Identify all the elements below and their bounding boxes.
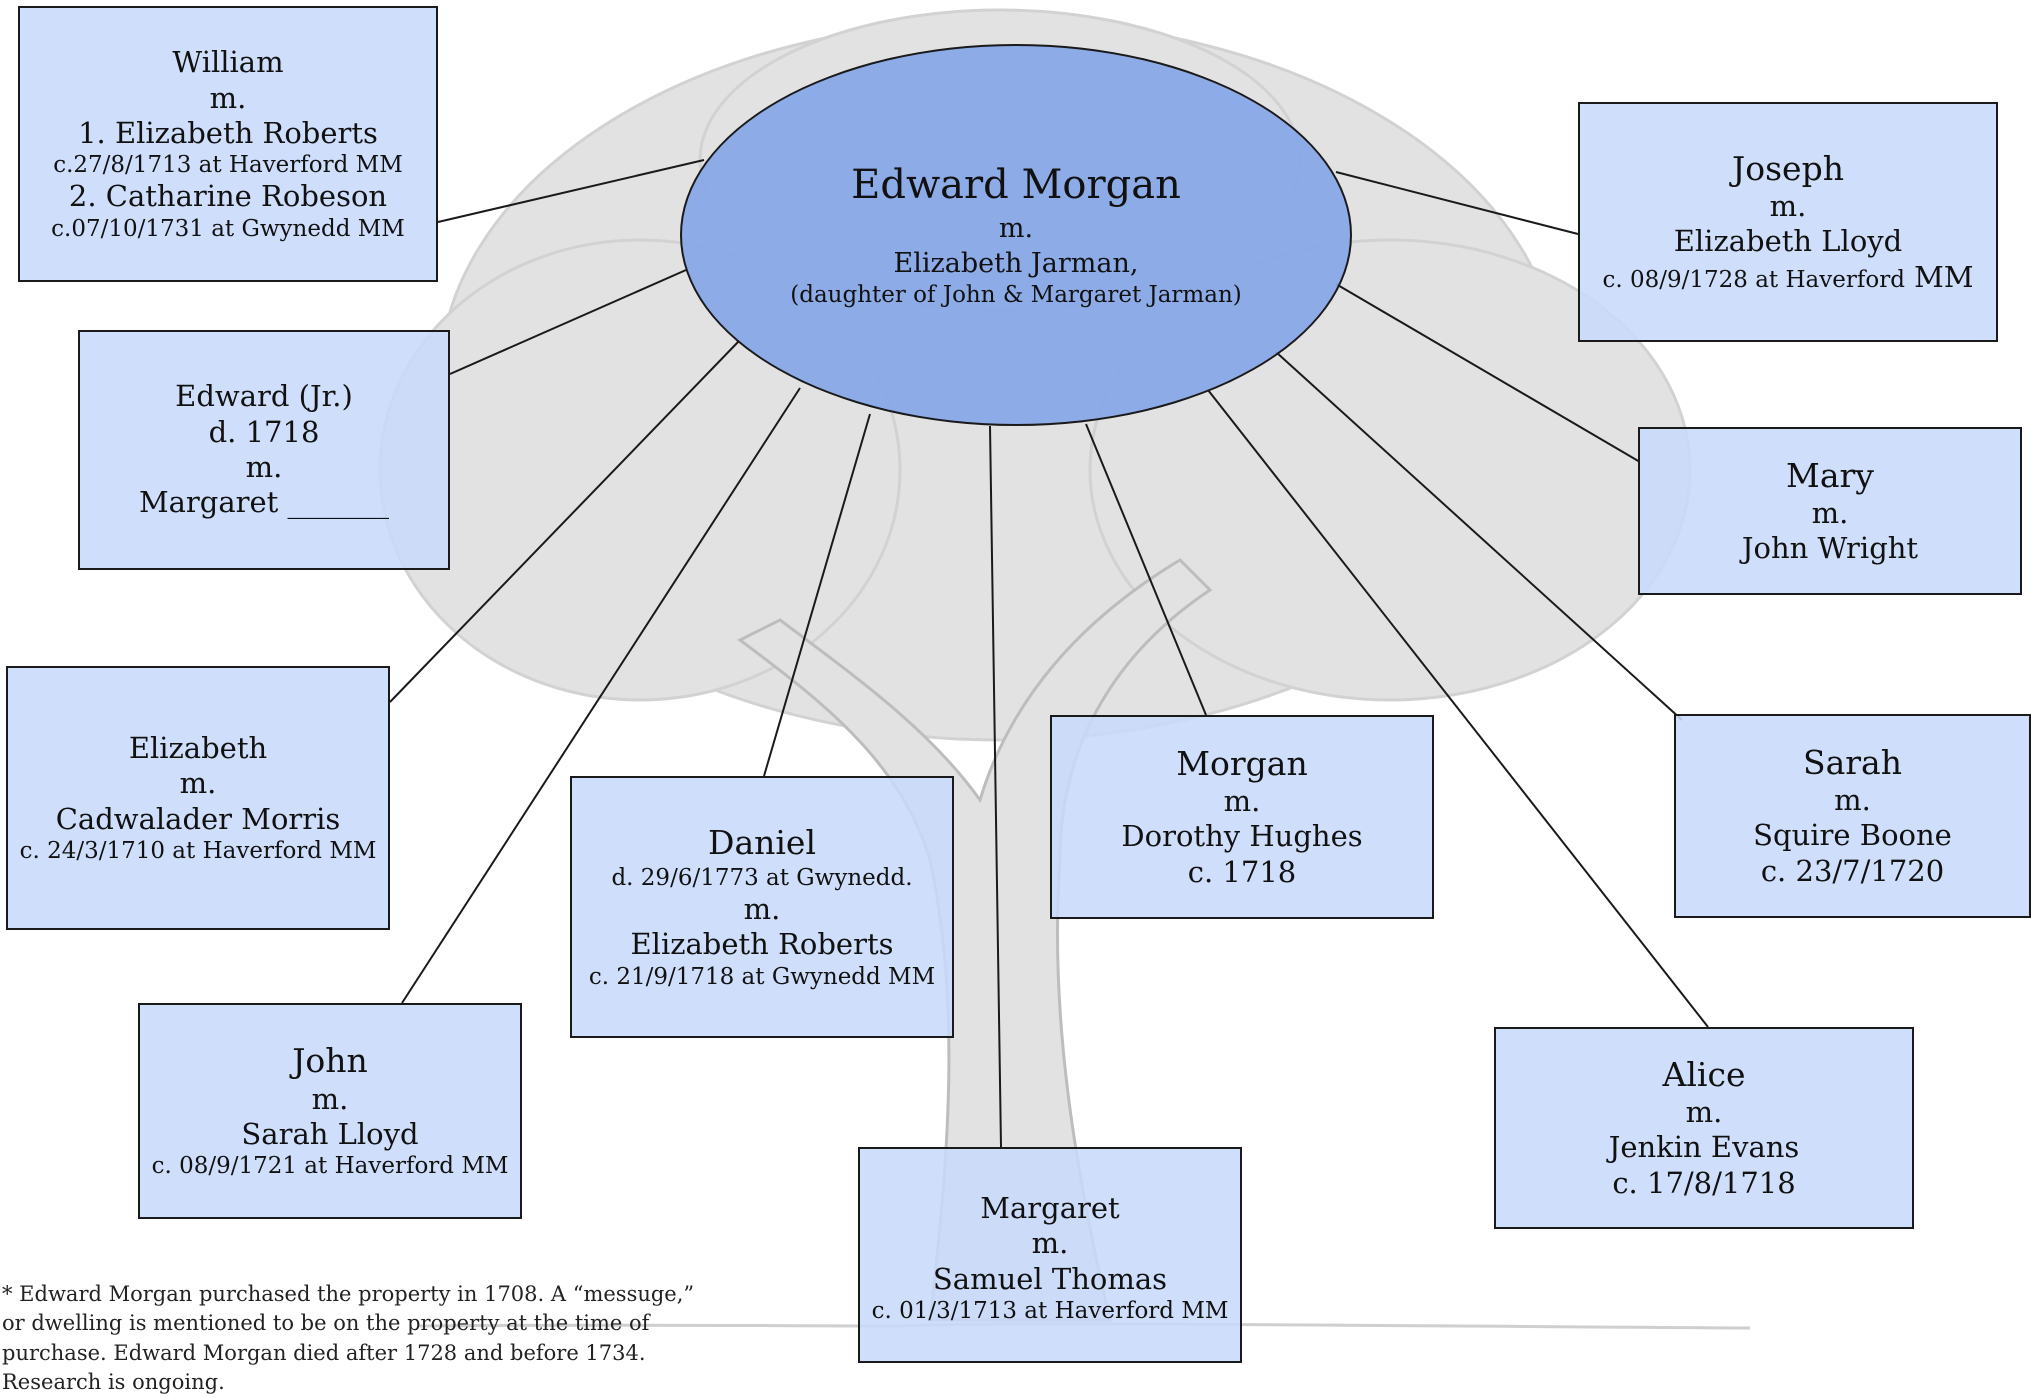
- child-name: Mary: [1786, 455, 1874, 495]
- spouse: Margaret _______: [138, 485, 390, 520]
- link-edward: [449, 269, 687, 375]
- child-node-joseph: Joseph m. Elizabeth Lloyd c. 08/9/1728 a…: [1578, 102, 1998, 342]
- root-spouse-note: (daughter of John & Margaret Jarman): [790, 282, 1242, 309]
- married-label: m.: [1834, 783, 1871, 818]
- married-label: m.: [1685, 1095, 1723, 1130]
- child-node-john: John m. Sarah Lloyd c. 08/9/1721 at Have…: [138, 1003, 522, 1219]
- root-spouse: Elizabeth Jarman,: [893, 248, 1139, 280]
- child-node-william: William m. 1. Elizabeth Roberts c.27/8/1…: [18, 6, 438, 282]
- root-couple-node: Edward Morgan m. Elizabeth Jarman, (daug…: [680, 44, 1352, 426]
- marriage-date-2: c.07/10/1731 at Gwynedd MM: [51, 215, 405, 242]
- marriage-date: c. 21/9/1718 at Gwynedd MM: [588, 963, 936, 990]
- child-name: William: [172, 45, 284, 80]
- child-name: Edward (Jr.): [175, 379, 353, 414]
- spouse: John Wright: [1741, 531, 1919, 566]
- child-name: John: [292, 1041, 368, 1081]
- footnote: * Edward Morgan purchased the property i…: [2, 1282, 695, 1395]
- married-label: m.: [179, 766, 217, 801]
- child-node-morgan: Morgan m. Dorothy Hughes c. 1718: [1050, 715, 1434, 919]
- married-label: m.: [1031, 1226, 1069, 1261]
- link-mary: [1335, 283, 1641, 463]
- married-label: m.: [1769, 189, 1807, 224]
- child-node-daniel: Daniel d. 29/6/1773 at Gwynedd. m. Eliza…: [570, 776, 954, 1038]
- married-label: m.: [311, 1081, 349, 1116]
- connector-lines: [389, 159, 1709, 1148]
- spouse: Elizabeth Lloyd: [1673, 224, 1903, 259]
- death-date: d. 1718: [208, 414, 320, 449]
- child-name: Joseph: [1732, 148, 1844, 188]
- child-node-alice: Alice m. Jenkin Evans c. 17/8/1718: [1494, 1027, 1914, 1229]
- spouse: Dorothy Hughes: [1121, 819, 1363, 854]
- child-node-edward: Edward (Jr.) d. 1718 m. Margaret _______: [78, 330, 450, 570]
- root-married-label: m.: [998, 212, 1034, 244]
- spouse-1: 1. Elizabeth Roberts: [78, 115, 378, 150]
- spouse: Sarah Lloyd: [241, 1117, 419, 1152]
- spouse-2: 2. Catharine Robeson: [68, 179, 388, 214]
- child-name: Morgan: [1176, 743, 1308, 783]
- marriage-date-prefix: c. 08/9/1728 at Haverford: [1602, 266, 1905, 293]
- marriage-date: c. 01/3/1713 at Haverford MM: [871, 1298, 1229, 1325]
- child-node-mary: Mary m. John Wright: [1638, 427, 2022, 595]
- link-alice: [1207, 389, 1709, 1028]
- spouse: Jenkin Evans: [1608, 1130, 1800, 1165]
- child-name: Elizabeth: [128, 730, 268, 765]
- link-elizabeth: [389, 341, 739, 703]
- marriage-date: c. 08/9/1721 at Haverford MM: [151, 1153, 509, 1180]
- married-label: m.: [743, 891, 781, 926]
- marriage-date-suffix: MM: [1904, 259, 1974, 294]
- link-margaret: [989, 425, 1002, 1148]
- link-morgan: [1085, 423, 1207, 716]
- link-daniel: [763, 413, 871, 777]
- spouse: Samuel Thomas: [932, 1261, 1168, 1296]
- married-label: m.: [1223, 784, 1261, 819]
- marriage-date: c. 23/7/1720: [1760, 853, 1945, 888]
- married-label: m.: [1811, 495, 1849, 530]
- child-name: Sarah: [1803, 742, 1902, 782]
- death-date: d. 29/6/1773 at Gwynedd.: [611, 864, 913, 891]
- child-node-sarah: Sarah m. Squire Boone c. 23/7/1720: [1674, 714, 2031, 918]
- marriage-date: c. 1718: [1187, 854, 1297, 889]
- child-node-elizabeth: Elizabeth m. Cadwalader Morris c. 24/3/1…: [6, 666, 390, 930]
- marriage-date: c. 24/3/1710 at Haverford MM: [19, 838, 377, 865]
- child-name: Alice: [1662, 1054, 1746, 1094]
- link-joseph: [1335, 171, 1579, 235]
- link-john: [401, 387, 801, 1004]
- root-name: Edward Morgan: [851, 161, 1181, 208]
- married-label: m.: [245, 450, 283, 484]
- marriage-date-1: c.27/8/1713 at Haverford MM: [53, 152, 403, 179]
- spouse: Squire Boone: [1753, 818, 1952, 853]
- marriage-date: c. 17/8/1718: [1612, 1165, 1796, 1200]
- spouse: Elizabeth Roberts: [630, 927, 894, 962]
- child-name: Daniel: [707, 823, 817, 863]
- link-sarah: [1275, 351, 1683, 721]
- marriage-date: c. 08/9/1728 at Haverford MM: [1580, 260, 1996, 295]
- spouse: Cadwalader Morris: [55, 801, 341, 836]
- link-william: [437, 159, 705, 223]
- married-label: m.: [209, 80, 247, 115]
- child-node-margaret: Margaret m. Samuel Thomas c. 01/3/1713 a…: [858, 1147, 1242, 1363]
- child-name: Margaret: [980, 1191, 1120, 1225]
